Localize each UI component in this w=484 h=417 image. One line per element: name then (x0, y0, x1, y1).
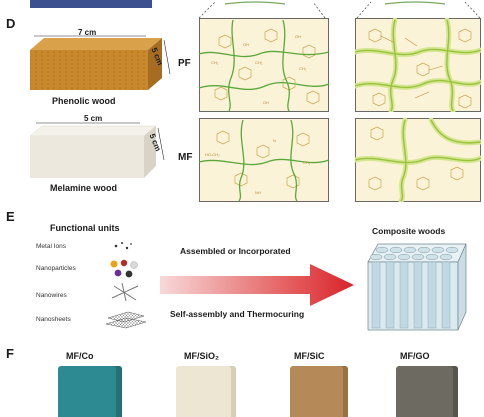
nanowires-icon (111, 282, 139, 302)
svg-text:OH: OH (243, 42, 249, 47)
composite-woods-title: Composite woods (372, 226, 446, 236)
mf-matrix-schematic: HO-CH₂ N CH₂ NH (199, 118, 329, 202)
label-mf-co: MF/Co (66, 351, 94, 361)
phenolic-wood-block (30, 35, 171, 90)
label-nanoparticles: Nanoparticles (36, 265, 76, 272)
caption-melamine-wood: Melamine wood (50, 183, 118, 193)
label-metal-ions: Metal Ions (36, 243, 66, 250)
svg-text:CH₂: CH₂ (303, 160, 311, 165)
sample-mf-sic (290, 366, 348, 417)
zoom-lines (198, 1, 481, 19)
pf-cured-schematic (355, 18, 481, 112)
panel-label-e: E (6, 209, 15, 224)
row-label-pf: PF (178, 58, 191, 69)
label-nanowires: Nanowires (36, 292, 67, 299)
svg-text:OH: OH (263, 100, 269, 105)
svg-text:NH: NH (255, 190, 261, 195)
sample-mf-sio2 (176, 366, 236, 417)
row-label-mf: MF (178, 152, 193, 163)
dim-5cm-melamine-top: 5 cm (84, 114, 103, 123)
caption-phenolic-wood: Phenolic wood (52, 96, 116, 106)
dim-7cm: 7 cm (78, 28, 97, 37)
sample-mf-co (58, 366, 122, 417)
svg-text:N: N (273, 138, 276, 143)
svg-text:OH: OH (295, 34, 301, 39)
svg-text:CH₂: CH₂ (211, 60, 219, 65)
label-nanosheets: Nanosheets (36, 316, 71, 323)
label-assembled-incorporated: Assembled or Incorporated (180, 246, 291, 256)
label-mf-sic: MF/SiC (294, 351, 325, 361)
panel-label-f: F (6, 346, 14, 361)
nanosheets-icon (105, 311, 147, 329)
label-mf-sio2: MF/SiO₂ (184, 351, 219, 361)
nanoparticles-icon (110, 259, 138, 278)
label-mf-go: MF/GO (400, 351, 430, 361)
composite-woods-honeycomb (367, 243, 467, 331)
previous-panel-strip (30, 0, 152, 8)
svg-text:HO-CH₂: HO-CH₂ (205, 152, 220, 157)
functional-units-title: Functional units (50, 223, 120, 233)
sample-mf-go (396, 366, 458, 417)
svg-text:CH₂: CH₂ (255, 60, 263, 65)
process-arrow (160, 264, 354, 306)
label-self-assembly: Self-assembly and Thermocuring (170, 309, 305, 319)
pf-matrix-schematic: OH CH₂ OH CH₂ OH CH₂ (199, 18, 329, 112)
metal-ions-icon (114, 241, 132, 250)
panel-label-d: D (6, 16, 16, 31)
mf-cured-schematic (355, 118, 481, 202)
melamine-wood-block (29, 122, 165, 178)
svg-text:CH₂: CH₂ (299, 66, 307, 71)
